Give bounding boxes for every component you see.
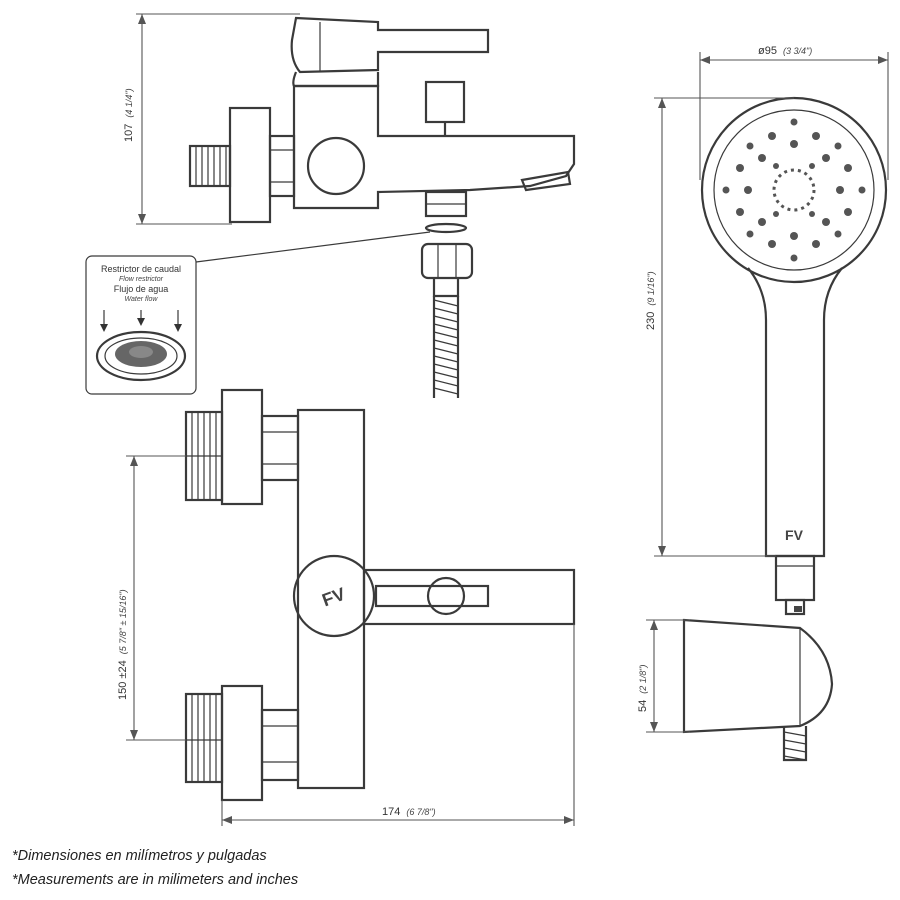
dimension-height-top: 107 (4 1/4") <box>123 13 300 225</box>
brand-logo: FV <box>319 584 347 611</box>
dim-150-value: 150 ±24 <box>117 660 129 700</box>
brand-logo-handshower: FV <box>785 527 804 543</box>
svg-text:107 (4 1/4"): 107 (4 1/4") <box>123 88 135 142</box>
dimension-bracket-height: 54 (2 1/8") <box>637 619 690 733</box>
spray-nozzles <box>722 118 866 262</box>
note-spanish: *Dimensiones en milímetros y pulgadas <box>12 848 267 864</box>
dimension-diameter: ø95 (3 3/4") <box>699 45 889 180</box>
svg-text:230 (9 1/16"): 230 (9 1/16") <box>645 271 657 330</box>
svg-text:174 (6 7/8"): 174 (6 7/8") <box>382 806 436 818</box>
dimension-width: 174 (6 7/8") <box>221 624 575 826</box>
dim-230-value: 230 <box>645 312 657 330</box>
dim-150-imperial: (5 7/8" ± 15/16") <box>118 589 128 654</box>
dim-174-imperial: (6 7/8") <box>406 807 435 817</box>
dim-174-value: 174 <box>382 806 400 818</box>
svg-text:ø95 (3 3/4"): ø95 (3 3/4") <box>758 45 812 57</box>
hose-connection <box>420 222 474 398</box>
faucet-side-view <box>188 16 576 224</box>
dim-95-value: ø95 <box>758 45 777 57</box>
dim-95-imperial: (3 3/4") <box>783 46 812 56</box>
dim-230-imperial: (9 1/16") <box>646 271 656 305</box>
wall-bracket <box>682 618 834 762</box>
dim-54-imperial: (2 1/8") <box>638 664 648 693</box>
callout-line2: Flow restrictor <box>119 276 164 283</box>
note-english: *Measurements are in milimeters and inch… <box>12 872 299 888</box>
dimension-handshower-length: 230 (9 1/16") <box>645 97 794 557</box>
svg-text:54 (2 1/8"): 54 (2 1/8") <box>637 664 649 712</box>
callout-line1: Restrictor de caudal <box>101 264 181 274</box>
hand-shower: FV <box>700 96 888 616</box>
faucet-front-view: FV <box>184 388 576 802</box>
callout-line3: Flujo de agua <box>114 284 169 294</box>
svg-text:150 ±24 (5 7/8" ± 15/16": 150 ±24 (5 7/8" ± 15/16") <box>117 589 129 700</box>
dim-54-value: 54 <box>637 700 649 712</box>
callout-line4: Water flow <box>125 296 159 303</box>
flow-restrictor-callout: Restrictor de caudal Flow restrictor Flu… <box>85 255 197 395</box>
arrow-down-icon <box>100 310 182 332</box>
dim-107-value: 107 <box>123 124 135 142</box>
dimension-inlet-spacing: 150 ±24 (5 7/8" ± 15/16") <box>117 455 186 741</box>
dim-107-imperial: (4 1/4") <box>124 88 134 117</box>
